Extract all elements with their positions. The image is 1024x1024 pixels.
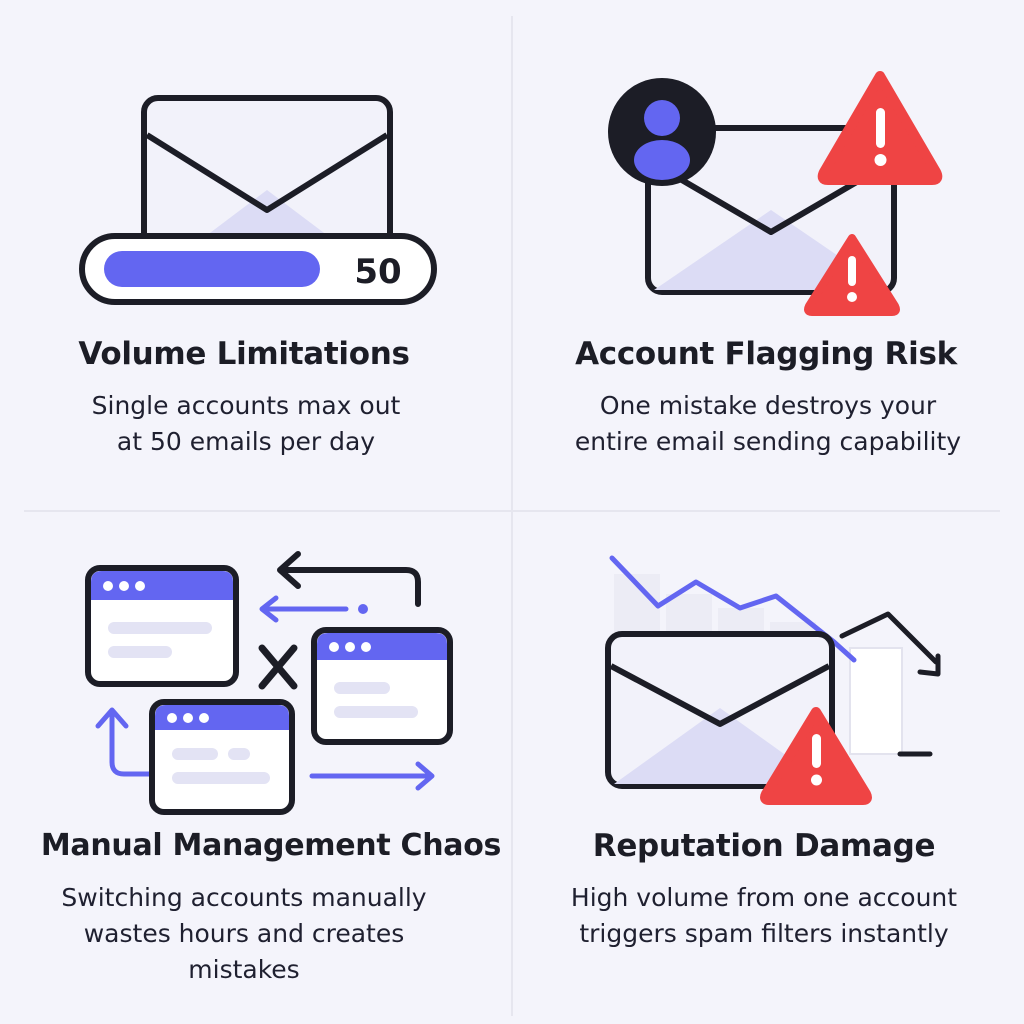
warning-icon xyxy=(760,707,872,805)
warning-icon xyxy=(817,71,943,185)
arrow-left-icon xyxy=(277,551,421,607)
flagged-account-illustration xyxy=(608,71,943,316)
panel-description: Single accounts max out at 50 emails per… xyxy=(91,391,401,456)
panel-volume-limitations: 50 Volume Limitations Single accounts ma… xyxy=(0,0,512,512)
reputation-decline-illustration xyxy=(605,555,941,805)
limit-progress-bar: 50 xyxy=(79,233,437,305)
window-switching-illustration xyxy=(85,551,453,815)
arrow-right-icon xyxy=(309,761,435,791)
warning-icon xyxy=(804,234,900,316)
vertical-divider xyxy=(511,16,513,1016)
panel-title: Manual Management Chaos xyxy=(40,828,502,863)
envelope-icon xyxy=(605,631,835,789)
app-window-icon xyxy=(311,627,453,745)
app-window-icon xyxy=(85,565,239,687)
panel-title: Reputation Damage xyxy=(592,828,936,864)
arrow-up-icon xyxy=(95,707,153,777)
panel-manual-management-chaos: Manual Management Chaos Switching accoun… xyxy=(0,512,512,1024)
panel-title: Volume Limitations xyxy=(78,336,410,372)
close-icon xyxy=(258,644,298,690)
panel-description: High volume from one account triggers sp… xyxy=(570,883,958,948)
panel-description: One mistake destroys your entire email s… xyxy=(574,391,962,456)
user-avatar-icon xyxy=(608,78,716,186)
panel-reputation-damage: Reputation Damage High volume from one a… xyxy=(512,512,1024,1024)
panel-account-flagging-risk: Account Flagging Risk One mistake destro… xyxy=(512,0,1024,512)
trend-down-icon xyxy=(609,555,941,757)
arrow-left-icon xyxy=(259,595,368,623)
envelope-progress-illustration: 50 xyxy=(79,95,437,305)
panel-title: Account Flagging Risk xyxy=(575,336,957,372)
horizontal-divider xyxy=(24,510,1000,512)
app-window-icon xyxy=(149,699,295,815)
panel-description: Switching accounts manually wastes hours… xyxy=(61,883,427,984)
limit-counter: 50 xyxy=(354,252,401,292)
